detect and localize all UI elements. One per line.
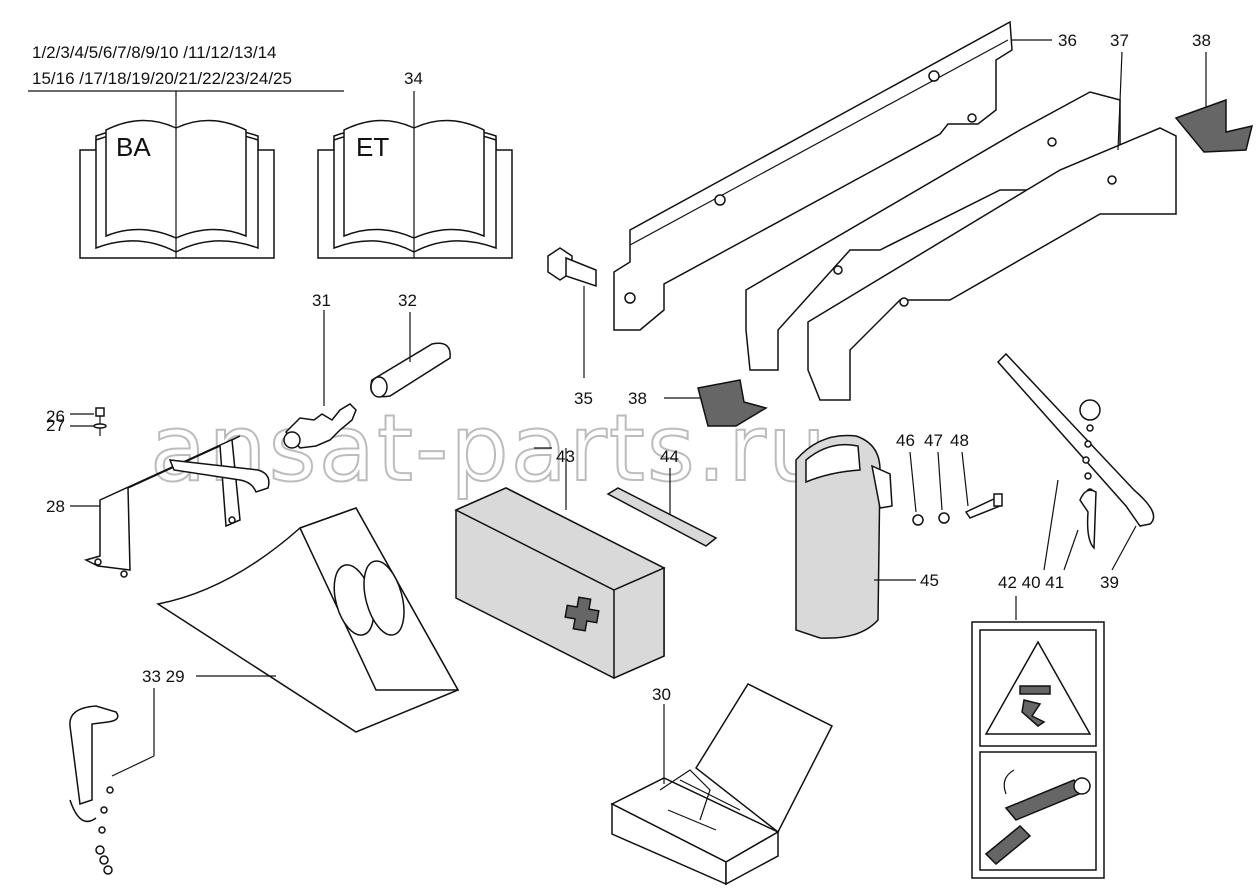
label-30: 30 xyxy=(652,685,671,704)
part-31-fitting xyxy=(283,403,357,449)
part-26-screw xyxy=(95,407,105,436)
label-27: 27 xyxy=(46,416,65,435)
part-28-holder xyxy=(83,435,270,578)
leader-33b xyxy=(111,755,155,777)
label-48: 48 xyxy=(950,431,969,450)
label-43: 43 xyxy=(556,447,575,466)
part-29-wheel-chock xyxy=(156,507,460,733)
label-38-mid: 38 xyxy=(628,389,647,408)
label-26: 26 xyxy=(46,407,65,426)
leader-37 xyxy=(1117,51,1123,151)
label-28: 28 xyxy=(46,497,65,516)
part-30-tool-box xyxy=(610,683,834,886)
label-36: 36 xyxy=(1058,31,1077,50)
book-header-line1: 1/2/3/4/5/6/7/8/9/10 /11/12/13/14 xyxy=(32,43,277,62)
label-39: 39 xyxy=(1100,573,1119,592)
part-47-washer xyxy=(938,512,950,524)
label-46: 46 xyxy=(896,431,915,450)
label-33-29: 33 29 xyxy=(142,667,185,686)
part-48-bolt xyxy=(964,493,1003,519)
leader-40 xyxy=(1043,479,1059,571)
part-42-warning-decal xyxy=(971,621,1105,879)
book-header-line2: 15/16 /17/18/19/20/21/22/23/24/25 xyxy=(32,69,292,88)
operating-manual-book: BA xyxy=(79,119,275,259)
book-label-ba: BA xyxy=(116,132,151,162)
label-31: 31 xyxy=(312,291,331,310)
part-46-washer xyxy=(912,514,924,526)
part-39-pin xyxy=(996,352,1155,527)
label-32: 32 xyxy=(398,291,417,310)
label-38-top: 38 xyxy=(1192,31,1211,50)
leader-46 xyxy=(909,451,917,513)
leader-48 xyxy=(961,451,969,507)
leader-39 xyxy=(1111,525,1137,571)
label-47: 47 xyxy=(924,431,943,450)
label-45: 45 xyxy=(920,571,939,590)
part-33-linch-pin xyxy=(69,705,119,875)
book-label-et: ET xyxy=(356,132,389,162)
label-44: 44 xyxy=(660,447,679,466)
leader-41 xyxy=(1063,529,1079,571)
label-42-40-41: 42 40 41 xyxy=(998,573,1064,592)
part-44-strip xyxy=(606,487,718,547)
part-27-washer xyxy=(93,423,107,429)
part-43-first-aid-kit xyxy=(454,487,666,680)
label-34: 34 xyxy=(404,69,423,88)
part-35-bolt xyxy=(547,247,597,288)
part-41-clip xyxy=(1079,489,1097,550)
label-37: 37 xyxy=(1110,31,1129,50)
part-36-mounting-bar xyxy=(613,20,1013,331)
part-37-bracket-pair xyxy=(745,91,1177,401)
part-32-sleeve xyxy=(370,342,451,398)
part-38-pad-middle xyxy=(697,379,768,427)
leader-47 xyxy=(937,451,943,511)
part-38-pad-top xyxy=(1174,98,1254,153)
part-45-extinguisher-bag xyxy=(795,434,893,639)
parts-catalog-book: ET xyxy=(317,119,513,259)
label-35: 35 xyxy=(574,389,593,408)
